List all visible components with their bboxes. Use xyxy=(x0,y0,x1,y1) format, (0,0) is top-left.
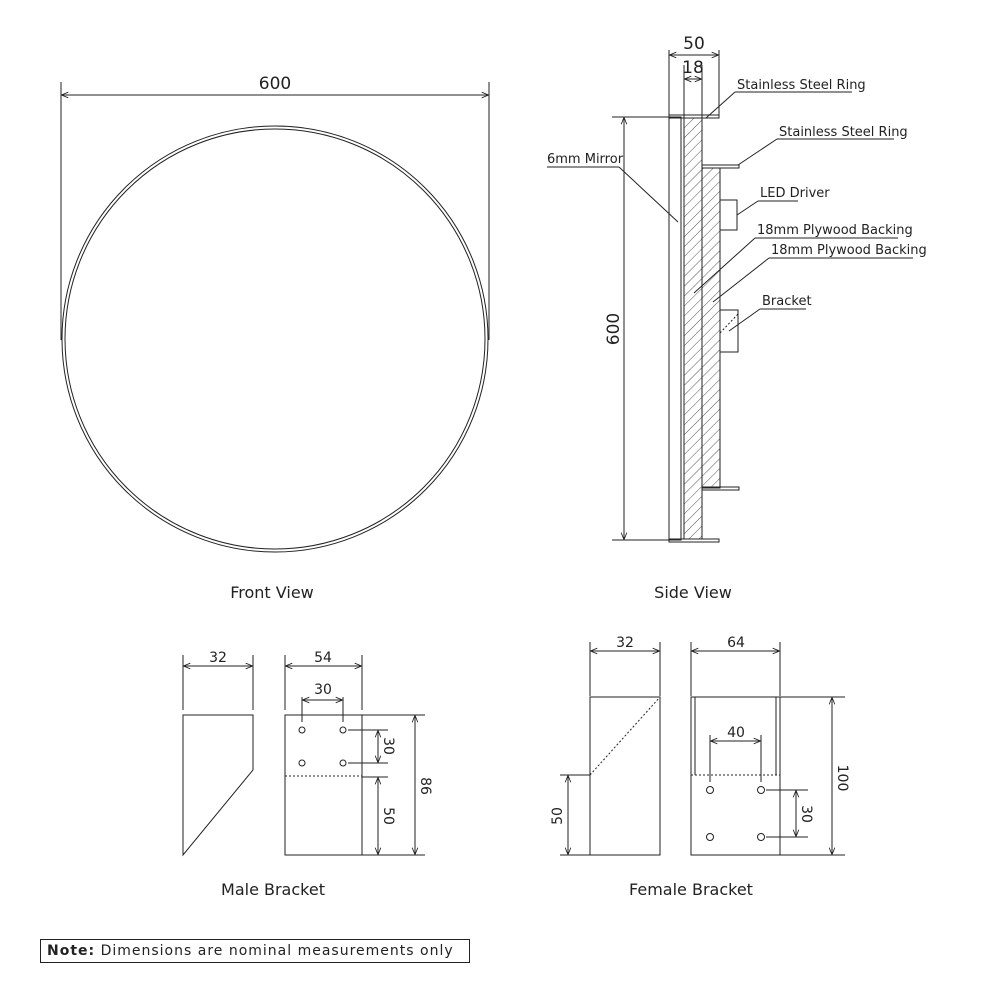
female-hole xyxy=(706,786,714,794)
mirror-outer-circle xyxy=(61,125,489,553)
male-lower-height-label: 50 xyxy=(380,807,396,825)
male-total-height-label: 86 xyxy=(417,777,433,795)
side-plywood-label: 18 xyxy=(682,58,704,78)
leader-plywood-2 xyxy=(712,257,770,303)
bracket-split-line xyxy=(719,313,739,334)
side-view-caption: Side View xyxy=(654,583,732,602)
note-label: Note: xyxy=(47,943,96,959)
male-front-width-label: 54 xyxy=(314,650,332,666)
female-front-width-label: 64 xyxy=(727,635,745,651)
callout-ring-top: Stainless Steel Ring xyxy=(737,78,866,93)
side-height-label: 600 xyxy=(604,313,624,345)
front-width-label: 600 xyxy=(259,74,291,94)
leader-ring-top xyxy=(705,91,736,119)
note-box: Note: Dimensions are nominal measurement… xyxy=(40,939,470,963)
mirror-glass xyxy=(668,116,682,541)
note-text: Dimensions are nominal measurements only xyxy=(100,943,454,959)
male-front-face xyxy=(284,714,363,856)
male-hole-spacing-h-label: 30 xyxy=(314,682,332,698)
plywood-backing-front xyxy=(683,117,703,540)
leader-plywood-1 xyxy=(693,237,756,294)
male-hole xyxy=(298,759,306,767)
stainless-ring-top xyxy=(668,114,720,119)
stainless-ring-back-bottom xyxy=(701,486,740,491)
female-side-split-line xyxy=(589,696,661,776)
male-hole xyxy=(339,759,347,767)
stainless-ring-bottom xyxy=(668,538,720,543)
female-bracket: 32 50 64 40 30 100 Female xyxy=(550,635,850,899)
female-hole-spacing-v-label: 30 xyxy=(798,805,814,823)
male-hole-spacing-v-label: 30 xyxy=(380,737,396,755)
male-bracket-caption: Male Bracket xyxy=(221,880,325,899)
callout-plywood-2: 18mm Plywood Backing xyxy=(771,243,927,258)
front-view: 600 Front View xyxy=(60,74,490,602)
male-side-profile xyxy=(182,714,254,857)
female-hole-spacing-h-label: 40 xyxy=(727,725,745,741)
callout-led-driver: LED Driver xyxy=(760,186,830,201)
led-driver-box xyxy=(719,199,738,231)
side-view: 50 18 600 Stainless Steel Ring Stainless xyxy=(547,34,927,602)
male-hole xyxy=(298,726,306,734)
leader-bracket xyxy=(728,308,761,332)
side-depth-label: 50 xyxy=(683,34,705,54)
female-total-height-label: 100 xyxy=(834,765,850,792)
front-view-caption: Front View xyxy=(230,583,314,602)
female-front-face xyxy=(690,696,781,856)
female-hole xyxy=(757,786,765,794)
stainless-ring-back-top xyxy=(701,164,740,169)
female-lower-height-label: 50 xyxy=(550,807,566,825)
female-hole xyxy=(706,833,714,841)
female-side-profile xyxy=(589,696,661,856)
female-hole xyxy=(757,833,765,841)
callout-mirror: 6mm Mirror xyxy=(547,152,624,167)
mirror-inner-circle xyxy=(64,128,486,550)
bracket-block xyxy=(719,309,739,353)
callout-ring-back: Stainless Steel Ring xyxy=(779,125,908,140)
male-hole xyxy=(339,726,347,734)
callout-bracket: Bracket xyxy=(762,294,812,309)
male-side-width-label: 32 xyxy=(209,650,227,666)
female-bracket-caption: Female Bracket xyxy=(629,880,753,899)
leader-led-driver xyxy=(736,200,759,216)
male-bracket: 32 54 30 30 50 86 Male Bracket xyxy=(182,650,433,899)
callout-plywood-1: 18mm Plywood Backing xyxy=(757,223,913,238)
leader-ring-back xyxy=(737,138,778,166)
leader-mirror xyxy=(618,166,679,223)
plywood-backing-rear xyxy=(701,167,721,489)
female-side-width-label: 32 xyxy=(616,635,634,651)
